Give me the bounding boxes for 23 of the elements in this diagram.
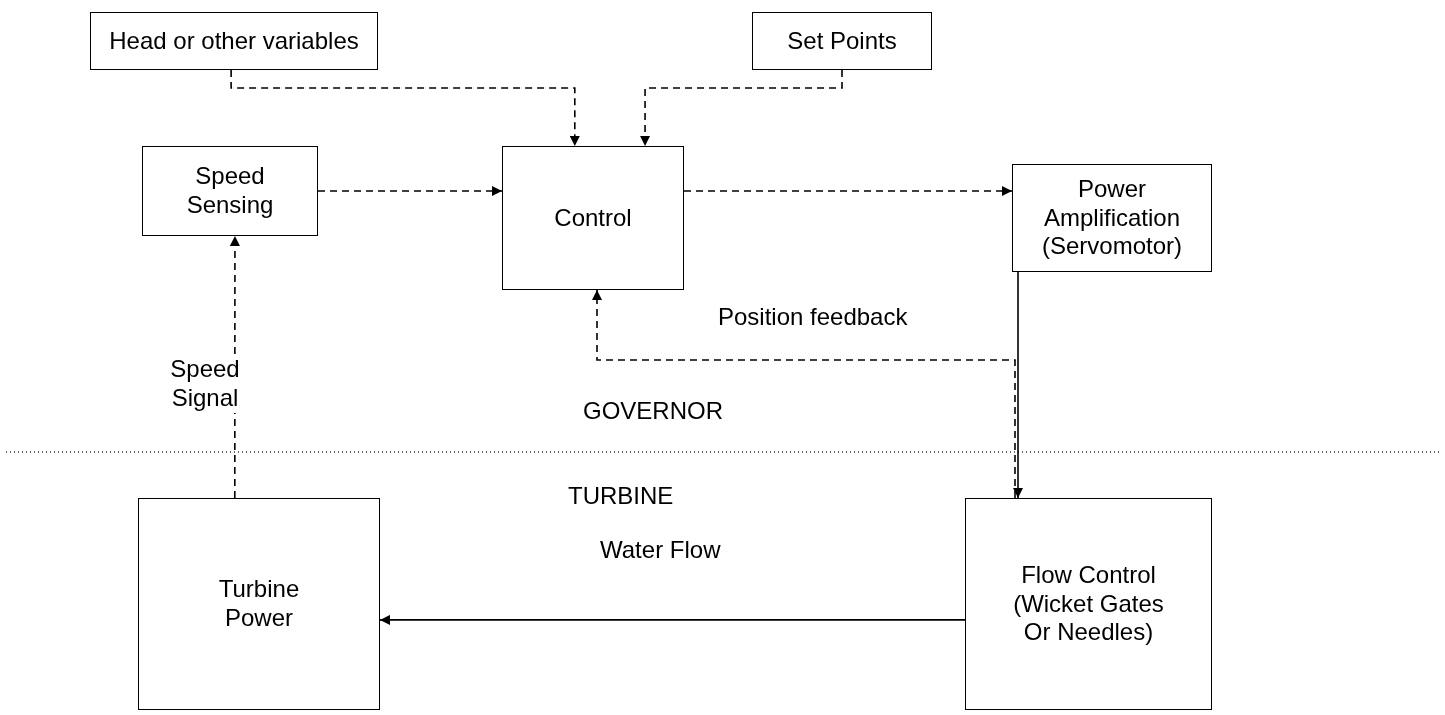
- box-label: Turbine Power: [217, 575, 301, 633]
- process-box: [138, 498, 380, 710]
- box-label: Speed Sensing: [185, 162, 275, 220]
- region-label: TURBINE: [568, 482, 674, 511]
- box-label: Control: [553, 203, 633, 233]
- process-box: [142, 146, 318, 236]
- region-label: GOVERNOR: [583, 397, 723, 426]
- arrow: [230, 69, 580, 147]
- arrow: [640, 69, 843, 147]
- arrow: [683, 186, 1013, 196]
- arrow: [379, 614, 966, 625]
- box-label: Power Amplification (Servomotor): [1041, 174, 1183, 262]
- arrow: [1013, 271, 1023, 499]
- process-box: [502, 146, 684, 290]
- process-box: [752, 12, 932, 70]
- process-box: [90, 12, 378, 70]
- process-box: [965, 498, 1212, 710]
- process-box: [1012, 164, 1212, 272]
- box-label: Flow Control (Wicket Gates Or Needles): [1012, 560, 1165, 648]
- arrow: [317, 186, 503, 196]
- box-label: Set Points: [786, 26, 898, 56]
- arrow: [592, 289, 1016, 499]
- box-label: Head or other variables: [108, 26, 360, 56]
